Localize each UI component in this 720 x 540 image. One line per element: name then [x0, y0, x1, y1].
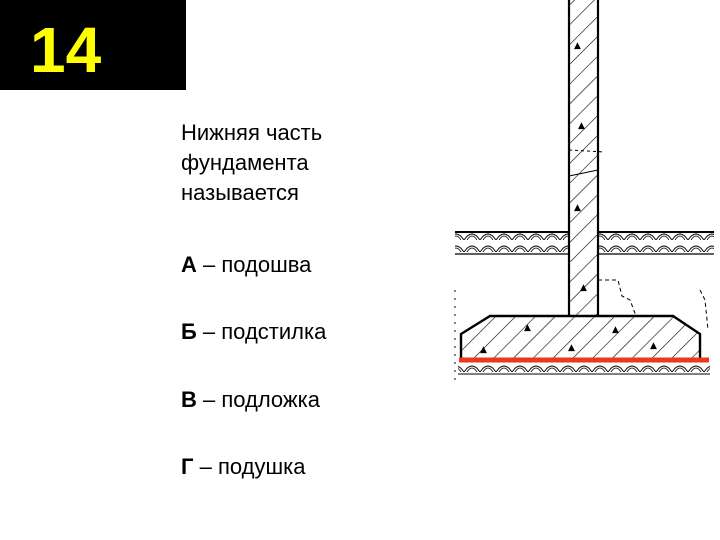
slide-number-box: 14 — [0, 0, 186, 90]
question-line: фундамента — [181, 150, 309, 175]
foundation-footing: ▲ ▲ ▲ ▲ ▲ — [459, 314, 702, 362]
svg-text:▲: ▲ — [612, 325, 619, 335]
answer-option-a[interactable]: А – подошва — [181, 250, 311, 280]
ground-surface — [455, 231, 714, 255]
answer-option-c[interactable]: В – подложка — [181, 385, 320, 415]
slide-number: 14 — [30, 14, 102, 86]
svg-text:▲: ▲ — [580, 283, 587, 293]
foundation-wall: ▲ ▲ ▲ ▲ — [567, 0, 606, 316]
svg-text:▲: ▲ — [650, 341, 657, 351]
question-line: Нижняя часть — [181, 120, 323, 145]
answer-letter: А — [181, 252, 197, 277]
svg-text:▲: ▲ — [578, 121, 585, 131]
base-soil — [454, 290, 710, 385]
answer-letter: В — [181, 387, 197, 412]
excavation-outline — [598, 279, 637, 317]
answer-letter: Г — [181, 454, 194, 479]
svg-text:▲: ▲ — [574, 203, 581, 213]
answer-text: – подстилка — [196, 319, 327, 344]
answer-option-d[interactable]: Г – подушка — [181, 452, 305, 482]
answer-letter: Б — [181, 319, 197, 344]
answer-text: – подложка — [196, 387, 320, 412]
foundation-drawing: ▲ ▲ ▲ ▲ ▲ ▲ ▲ ▲ ▲ — [454, 0, 714, 385]
question-text: Нижняя часть фундамента называется — [181, 118, 322, 208]
svg-text:▲: ▲ — [524, 323, 531, 333]
answer-option-b[interactable]: Б – подстилка — [181, 317, 326, 347]
svg-text:▲: ▲ — [480, 345, 487, 355]
answer-text: – подошва — [196, 252, 312, 277]
question-line: называется — [181, 180, 299, 205]
svg-text:▲: ▲ — [574, 41, 581, 51]
answer-text: – подушка — [193, 454, 306, 479]
svg-text:▲: ▲ — [568, 343, 575, 353]
